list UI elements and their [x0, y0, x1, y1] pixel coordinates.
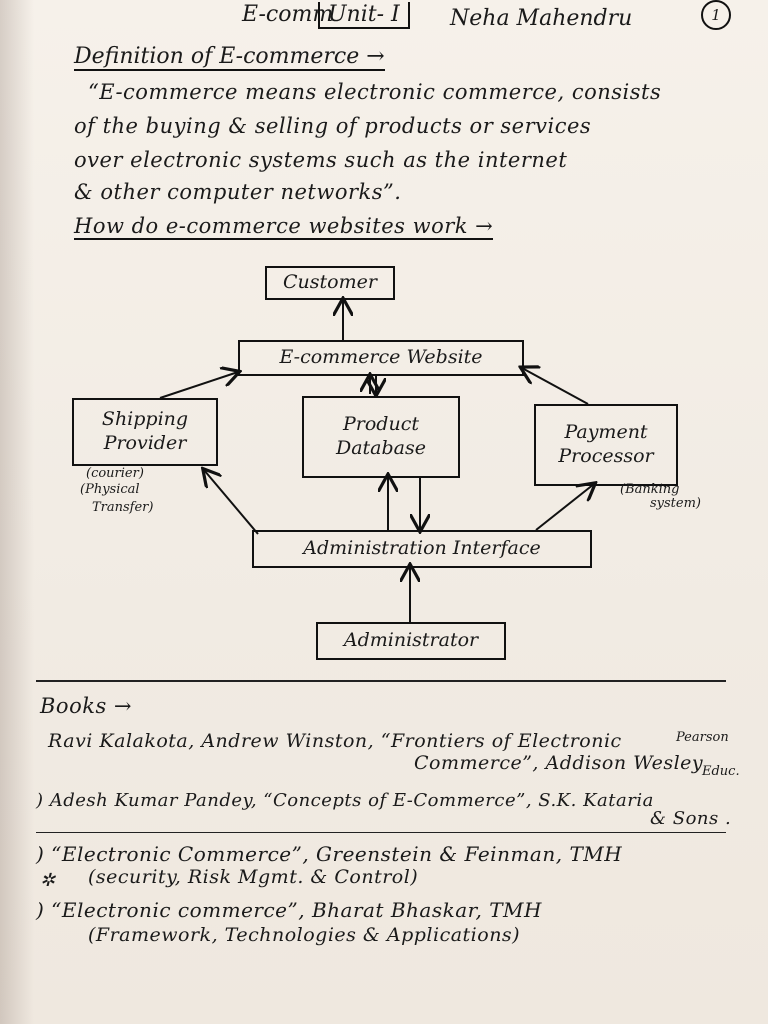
definition-line-4: & other computer networks”. [74, 180, 402, 204]
book-1-line-1: Ravi Kalakota, Andrew Winston, “Frontier… [48, 730, 622, 752]
definition-line-3: over electronic systems such as the inte… [74, 148, 568, 172]
how-heading: How do e-commerce websites work → [74, 214, 494, 240]
shipping-note-1: (courier) [86, 466, 144, 481]
section-divider-2 [36, 832, 726, 833]
payment-label-1: Payment [564, 421, 648, 444]
payment-note-2: system) [650, 496, 702, 511]
arrow-shipping-to-website [159, 372, 238, 399]
shipping-note-2: (Physical [80, 482, 140, 497]
pearson-note-1: Pearson [676, 730, 729, 745]
product-label-1: Product [343, 413, 419, 436]
book-3-line-1: ) “Electronic Commerce”, Greenstein & Fe… [36, 842, 623, 866]
payment-box: Payment Processor [534, 404, 678, 486]
pearson-note-2: Educ. [702, 764, 740, 779]
arrow-admin-to-shipping [204, 470, 259, 535]
website-label: E-commerce Website [279, 346, 483, 369]
page-edge-shadow [0, 0, 34, 1024]
unit-label: Unit- I [318, 2, 410, 29]
page-number-circle: 1 [701, 0, 731, 30]
customer-label: Customer [283, 271, 377, 294]
shipping-label-1: Shipping [101, 408, 189, 431]
page-number: 1 [711, 6, 721, 24]
shipping-note-3: Transfer) [92, 500, 154, 515]
book-1-line-2: Commerce”, Addison Wesley [414, 752, 704, 774]
definition-line-1: “E-commerce means electronic commerce, c… [88, 80, 662, 104]
author-name: Neha Mahendru [450, 6, 633, 31]
customer-box: Customer [265, 266, 395, 300]
definition-heading: Definition of E-commerce → [74, 44, 385, 71]
books-heading: Books → [40, 694, 132, 718]
administrator-box: Administrator [316, 622, 506, 660]
book-4-line-2: (Framework, Technologies & Applications) [88, 924, 521, 946]
admin-interface-label: Administration Interface [303, 537, 541, 560]
book-3-line-2: (security, Risk Mgmt. & Control) [88, 866, 419, 888]
book-2-line-2: & Sons . [650, 808, 732, 829]
shipping-label-2: Provider [103, 432, 187, 454]
arrow-payment-to-website [522, 368, 589, 405]
arrow-admin-to-payment [535, 484, 594, 531]
website-box: E-commerce Website [238, 340, 524, 376]
administrator-label: Administrator [343, 629, 479, 652]
section-divider-1 [36, 680, 726, 682]
book-4-line-1: ) “Electronic commerce”, Bharat Bhaskar,… [36, 898, 542, 922]
payment-label-2: Processor [558, 445, 654, 467]
definition-line-2: of the buying & selling of products or s… [74, 114, 592, 138]
book-2-line-1: ) Adesh Kumar Pandey, “Concepts of E-Com… [36, 790, 654, 811]
payment-note-1: (Banking [620, 482, 680, 497]
star-icon: ✲ [40, 870, 56, 891]
shipping-box: Shipping Provider [72, 398, 218, 466]
product-label-2: Database [335, 437, 426, 459]
